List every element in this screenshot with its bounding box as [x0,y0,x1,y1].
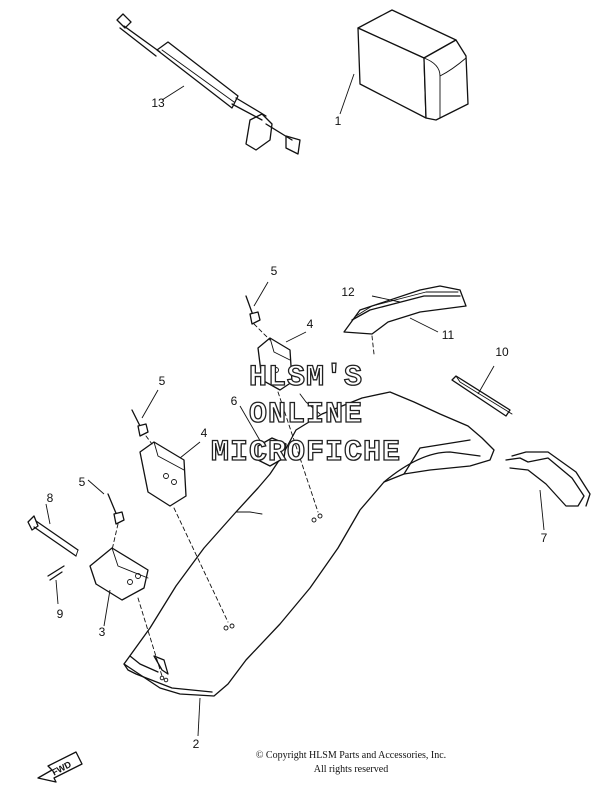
callout-4b: 4 [201,426,208,440]
watermark-line-1: HLSM'S [249,361,363,395]
part-8-bolt [27,515,79,557]
part-1-cover [357,9,469,121]
copyright-line-1: © Copyright HLSM Parts and Accessories, … [255,750,447,761]
callout-13: 13 [151,96,165,110]
part-5-rivet-upper [245,295,261,325]
callout-1: 1 [335,114,342,128]
callout-9: 9 [57,607,64,621]
callout-2: 2 [193,737,200,751]
part-10-strip [451,375,513,417]
callout-5b: 5 [159,374,166,388]
callout-7: 7 [541,531,548,545]
callout-11: 11 [442,328,455,342]
callout-10: 10 [495,345,509,359]
part-5-rivet-middle [131,409,149,437]
part-4-bracket-upper [257,337,293,391]
callout-8: 8 [47,491,54,505]
part-13-cable [116,13,301,155]
part-4-bracket-lower [139,441,187,507]
part-2-fender [123,391,495,697]
callout-5c: 5 [79,475,86,489]
watermark-line-2: ONLINE [249,398,363,432]
fwd-arrow-icon: FWD [37,751,83,783]
part-12-plate [343,285,467,335]
part-6-clip [257,437,287,467]
copyright-notice: © Copyright HLSM Parts and Accessories, … [226,749,476,777]
part-9-pin [47,565,65,581]
callout-5a: 5 [271,264,278,278]
assembly-guides [111,323,375,677]
watermark: HLSM'S ONLINE MICROFICHE [210,360,401,470]
copyright-line-2: All rights reserved [313,764,389,775]
callout-4a: 4 [307,317,314,331]
watermark-line-3: MICROFICHE [211,436,401,470]
part-7-rod [505,451,591,507]
part-3-hinge [89,547,149,601]
part-5-rivet-lower [107,493,125,525]
callout-3: 3 [99,625,106,639]
callout-6: 6 [231,394,238,408]
callout-12: 12 [341,285,355,299]
